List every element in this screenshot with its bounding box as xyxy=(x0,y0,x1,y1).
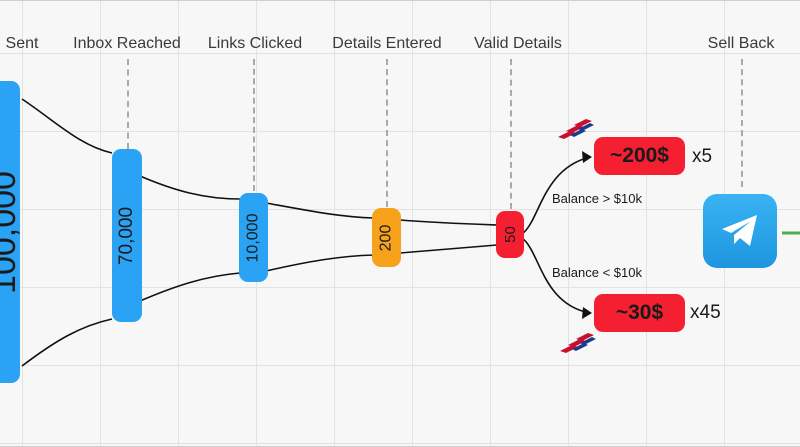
node-inbox: 70,000 xyxy=(112,149,142,322)
connector-valid-low xyxy=(521,237,591,314)
node-clicked: 10,000 xyxy=(239,193,268,282)
guide-line-clicked xyxy=(253,59,255,191)
paper-plane-icon xyxy=(722,215,757,246)
connector-inbox-clicked-bottom xyxy=(139,272,241,302)
stage-label-entered: Details Entered xyxy=(332,35,442,52)
connector-inbox-clicked-top xyxy=(139,175,241,200)
stage-label-clicked: Links Clicked xyxy=(207,35,303,52)
stage-label-sent: Sent xyxy=(5,35,39,52)
node-sent: 100,000 xyxy=(0,81,23,383)
condition-low: Balance < $10k xyxy=(552,265,642,280)
node-clicked-value: 10,000 xyxy=(244,213,262,262)
node-entered-value: 200 xyxy=(377,224,395,251)
connector-entered-valid-bottom xyxy=(399,244,498,254)
connector-sent-inbox-top xyxy=(21,98,113,154)
connector-entered-valid-top xyxy=(399,219,498,226)
bank-flag-logo-high xyxy=(558,119,594,139)
bank-flag-logo-low xyxy=(560,333,596,353)
stage-label-sell: Sell Back xyxy=(707,35,775,52)
price-high: ~200$ xyxy=(594,137,685,175)
guide-line-entered xyxy=(386,59,388,207)
multiplier-high: x5 xyxy=(692,146,713,167)
connector-clicked-entered-top xyxy=(265,202,375,219)
multiplier-low: x45 xyxy=(690,302,721,323)
connector-clicked-entered-bottom xyxy=(265,254,375,272)
guide-line-sell xyxy=(741,59,743,187)
node-valid: 50 xyxy=(496,211,524,258)
guide-line-valid xyxy=(510,59,512,209)
arrowhead-low xyxy=(582,307,592,319)
guide-line-inbox xyxy=(127,59,129,149)
node-sent-value: 100,000 xyxy=(0,170,23,294)
node-valid-value: 50 xyxy=(501,226,519,243)
condition-high: Balance > $10k xyxy=(552,191,642,206)
price-low: ~30$ xyxy=(594,294,685,332)
stage-label-valid: Valid Details xyxy=(474,35,562,52)
stage-label-inbox: Inbox Reached xyxy=(73,35,181,52)
node-inbox-value: 70,000 xyxy=(116,206,137,265)
arrowhead-high xyxy=(582,151,592,163)
connector-sent-inbox-bottom xyxy=(21,318,113,367)
telegram-icon xyxy=(703,194,777,268)
node-entered: 200 xyxy=(372,208,401,267)
connector-valid-high xyxy=(521,156,591,235)
